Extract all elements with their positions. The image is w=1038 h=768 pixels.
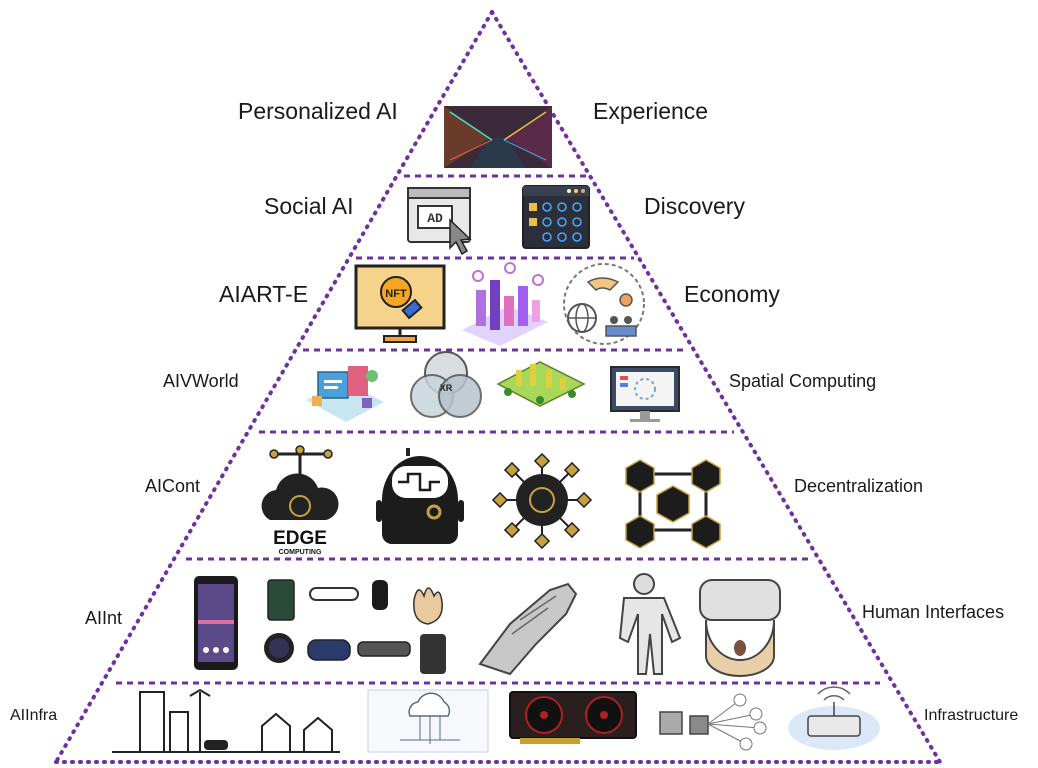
green-city-map-icon	[496, 361, 586, 407]
street-scene-image	[444, 106, 552, 168]
edge-text: EDGE	[273, 528, 327, 549]
xr-text: XR	[440, 383, 453, 393]
vr-headset-icon	[699, 579, 781, 677]
layer-6-left-label: AIInt	[85, 608, 123, 628]
haptic-glove-icon	[478, 582, 578, 676]
pyramid-outline	[54, 10, 942, 764]
ad-text: AD	[427, 211, 443, 226]
wearable-devices-icon	[264, 579, 446, 674]
layer-3-right-label: Economy	[684, 281, 780, 307]
blockchain-icon	[625, 459, 721, 549]
wifi-router-icon	[788, 686, 880, 750]
layer-1-right-label: Experience	[593, 98, 709, 124]
iot-chips-icon	[659, 693, 767, 751]
business-network-icon	[563, 263, 645, 345]
nft-easel-icon: NFT	[354, 264, 446, 343]
nft-text: NFT	[385, 288, 407, 300]
layer-3-left-label: AIART-E	[219, 281, 309, 307]
layer-2-right-label: Discovery	[644, 193, 745, 219]
layer-1-left-label: Personalized AI	[238, 98, 398, 124]
edge-subtext: COMPUTING	[279, 549, 322, 556]
robot-icon	[376, 448, 464, 544]
haptic-suit-icon	[618, 573, 682, 675]
layer-2-left-label: Social AI	[264, 193, 354, 219]
layer-6-right-label: Human Interfaces	[862, 602, 1005, 622]
rating-grid-icon	[522, 185, 590, 249]
isometric-city-chart-icon	[462, 262, 548, 346]
layer-4-right-label: Spatial Computing	[729, 371, 877, 391]
layer-4-left-label: AIVWorld	[163, 371, 239, 391]
isometric-workstation-icon	[306, 366, 384, 422]
layer-5-left-label: AICont	[145, 476, 201, 496]
layer-dividers	[116, 174, 880, 685]
cloud-network-icon	[367, 689, 489, 753]
smart-city-icon	[112, 688, 340, 753]
edge-computing-icon: EDGE COMPUTING	[261, 445, 339, 556]
gear-network-icon	[491, 452, 593, 550]
layer-7-right-label: Infrastructure	[924, 707, 1019, 724]
monitor-icon	[610, 366, 680, 422]
layer-7-left-label: AIInfra	[10, 707, 58, 724]
smartphone-icon	[194, 576, 238, 670]
ad-window-icon: AD	[407, 187, 472, 256]
gpu-card-icon	[509, 691, 637, 744]
layer-5-right-label: Decentralization	[794, 476, 924, 496]
xr-venn-icon: XR	[410, 351, 482, 418]
